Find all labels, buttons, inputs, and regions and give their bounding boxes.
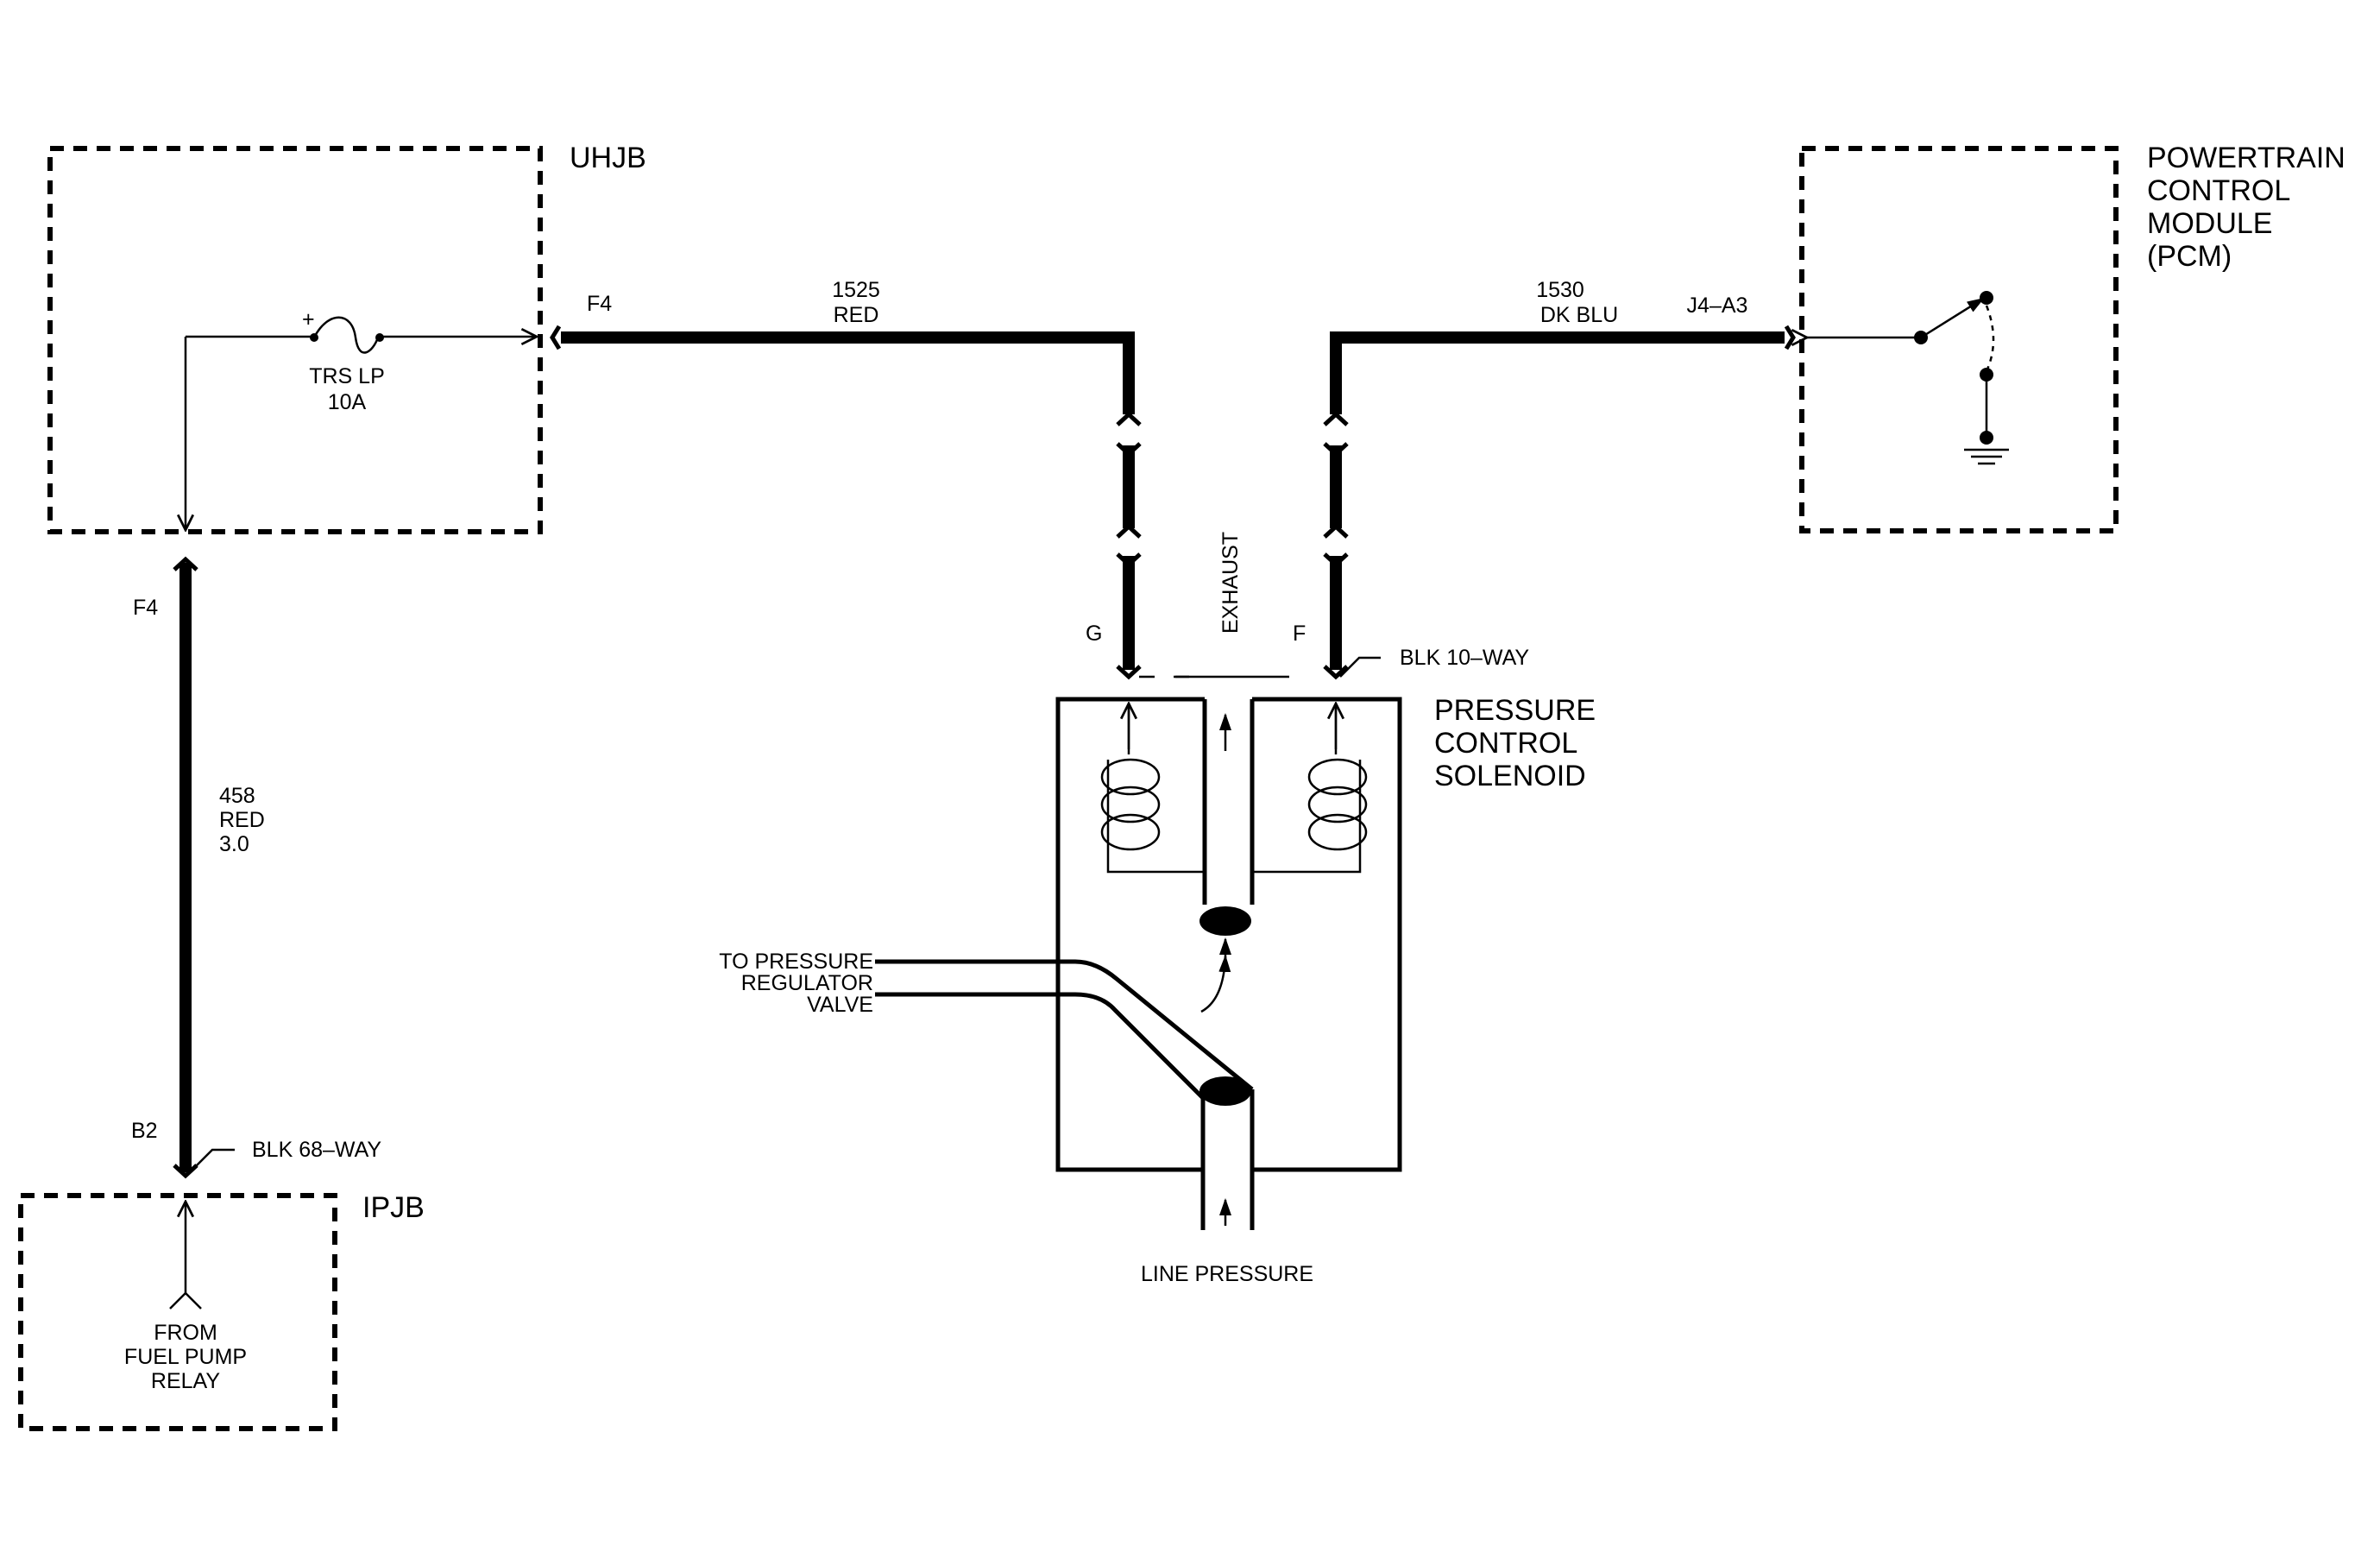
wire-458-color: RED [219,808,265,832]
coil-right [1252,704,1368,874]
terminal-pcm-in: J4–A3 [1687,293,1748,318]
terminal-ipjb-in: B2 [131,1119,158,1143]
wire-458-circuit: 458 [219,784,255,808]
terminal-uhjb-out: F4 [587,292,612,316]
upper-check-ball [1199,906,1251,936]
wire-1525-color: RED [834,303,879,327]
regulator-label-line1: TO PRESSURE [719,950,873,974]
connector-mark-uhjb-out [550,325,562,350]
uhjb-internal-circuit [186,316,537,530]
source-line3: RELAY [151,1369,220,1393]
wire-1530-dk-blu [1330,331,1785,414]
fuse-rating: 10A [328,390,367,414]
solenoid-label-line3: SOLENOID [1434,760,1586,792]
regulator-label-line2: REGULATOR [741,971,873,995]
solenoid-label-line2: CONTROL [1434,727,1577,760]
terminal-uhjb-down: F4 [133,596,158,620]
pcm-label-line2: CONTROL [2147,174,2290,207]
connector-68-way-leader [191,1148,235,1171]
uhjb-label: UHJB [570,142,646,174]
wire-1525-red [561,331,1135,414]
terminal-g: G [1086,622,1102,646]
line-pressure-label: LINE PRESSURE [1141,1262,1313,1286]
source-line1: FROM [154,1321,217,1345]
connector-mark-pcm-in [1784,325,1796,350]
exhaust-label: EXHAUST [1218,532,1243,634]
regulator-label-line3: VALVE [807,993,873,1017]
fuse-polarity: + [302,307,315,331]
ipjb-box [18,1193,337,1431]
pcm-internal-switch [1807,291,2009,465]
connector-10-way-label: BLK 10–WAY [1400,646,1529,670]
connector-mark-uhjb-down [173,556,198,571]
pcm-label-line3: MODULE [2147,207,2272,240]
pcm-label-line1: POWERTRAIN [2147,142,2345,174]
pcm-box [1799,146,2119,533]
uhjb-box [47,146,543,534]
inline-connector-g [1116,411,1142,680]
wire-1525-circuit: 1525 [832,278,880,302]
wire-1530-circuit: 1530 [1536,278,1584,302]
source-line2: FUEL PUMP [124,1345,247,1369]
ball-travel-arrow [1200,955,1231,1013]
coil-left [1100,704,1205,874]
wire-1530-color: DK BLU [1540,303,1618,327]
solenoid-body [875,697,1402,1230]
fuse-icon [312,316,380,354]
pcm-label-line4: (PCM) [2147,240,2232,273]
terminal-f: F [1293,622,1306,646]
inline-connector-f [1323,411,1349,680]
ipjb-feed-fork [169,1291,202,1309]
connector-68-way-label: BLK 68–WAY [252,1138,381,1162]
wire-458-size: 3.0 [219,832,249,856]
ipjb-label: IPJB [362,1191,425,1224]
lower-check-ball [1199,1076,1251,1106]
connector-10-way-leader [1339,656,1381,678]
solenoid-label-line1: PRESSURE [1434,694,1596,727]
ground-icon [1964,448,2009,465]
fuse-name: TRS LP [309,364,385,388]
